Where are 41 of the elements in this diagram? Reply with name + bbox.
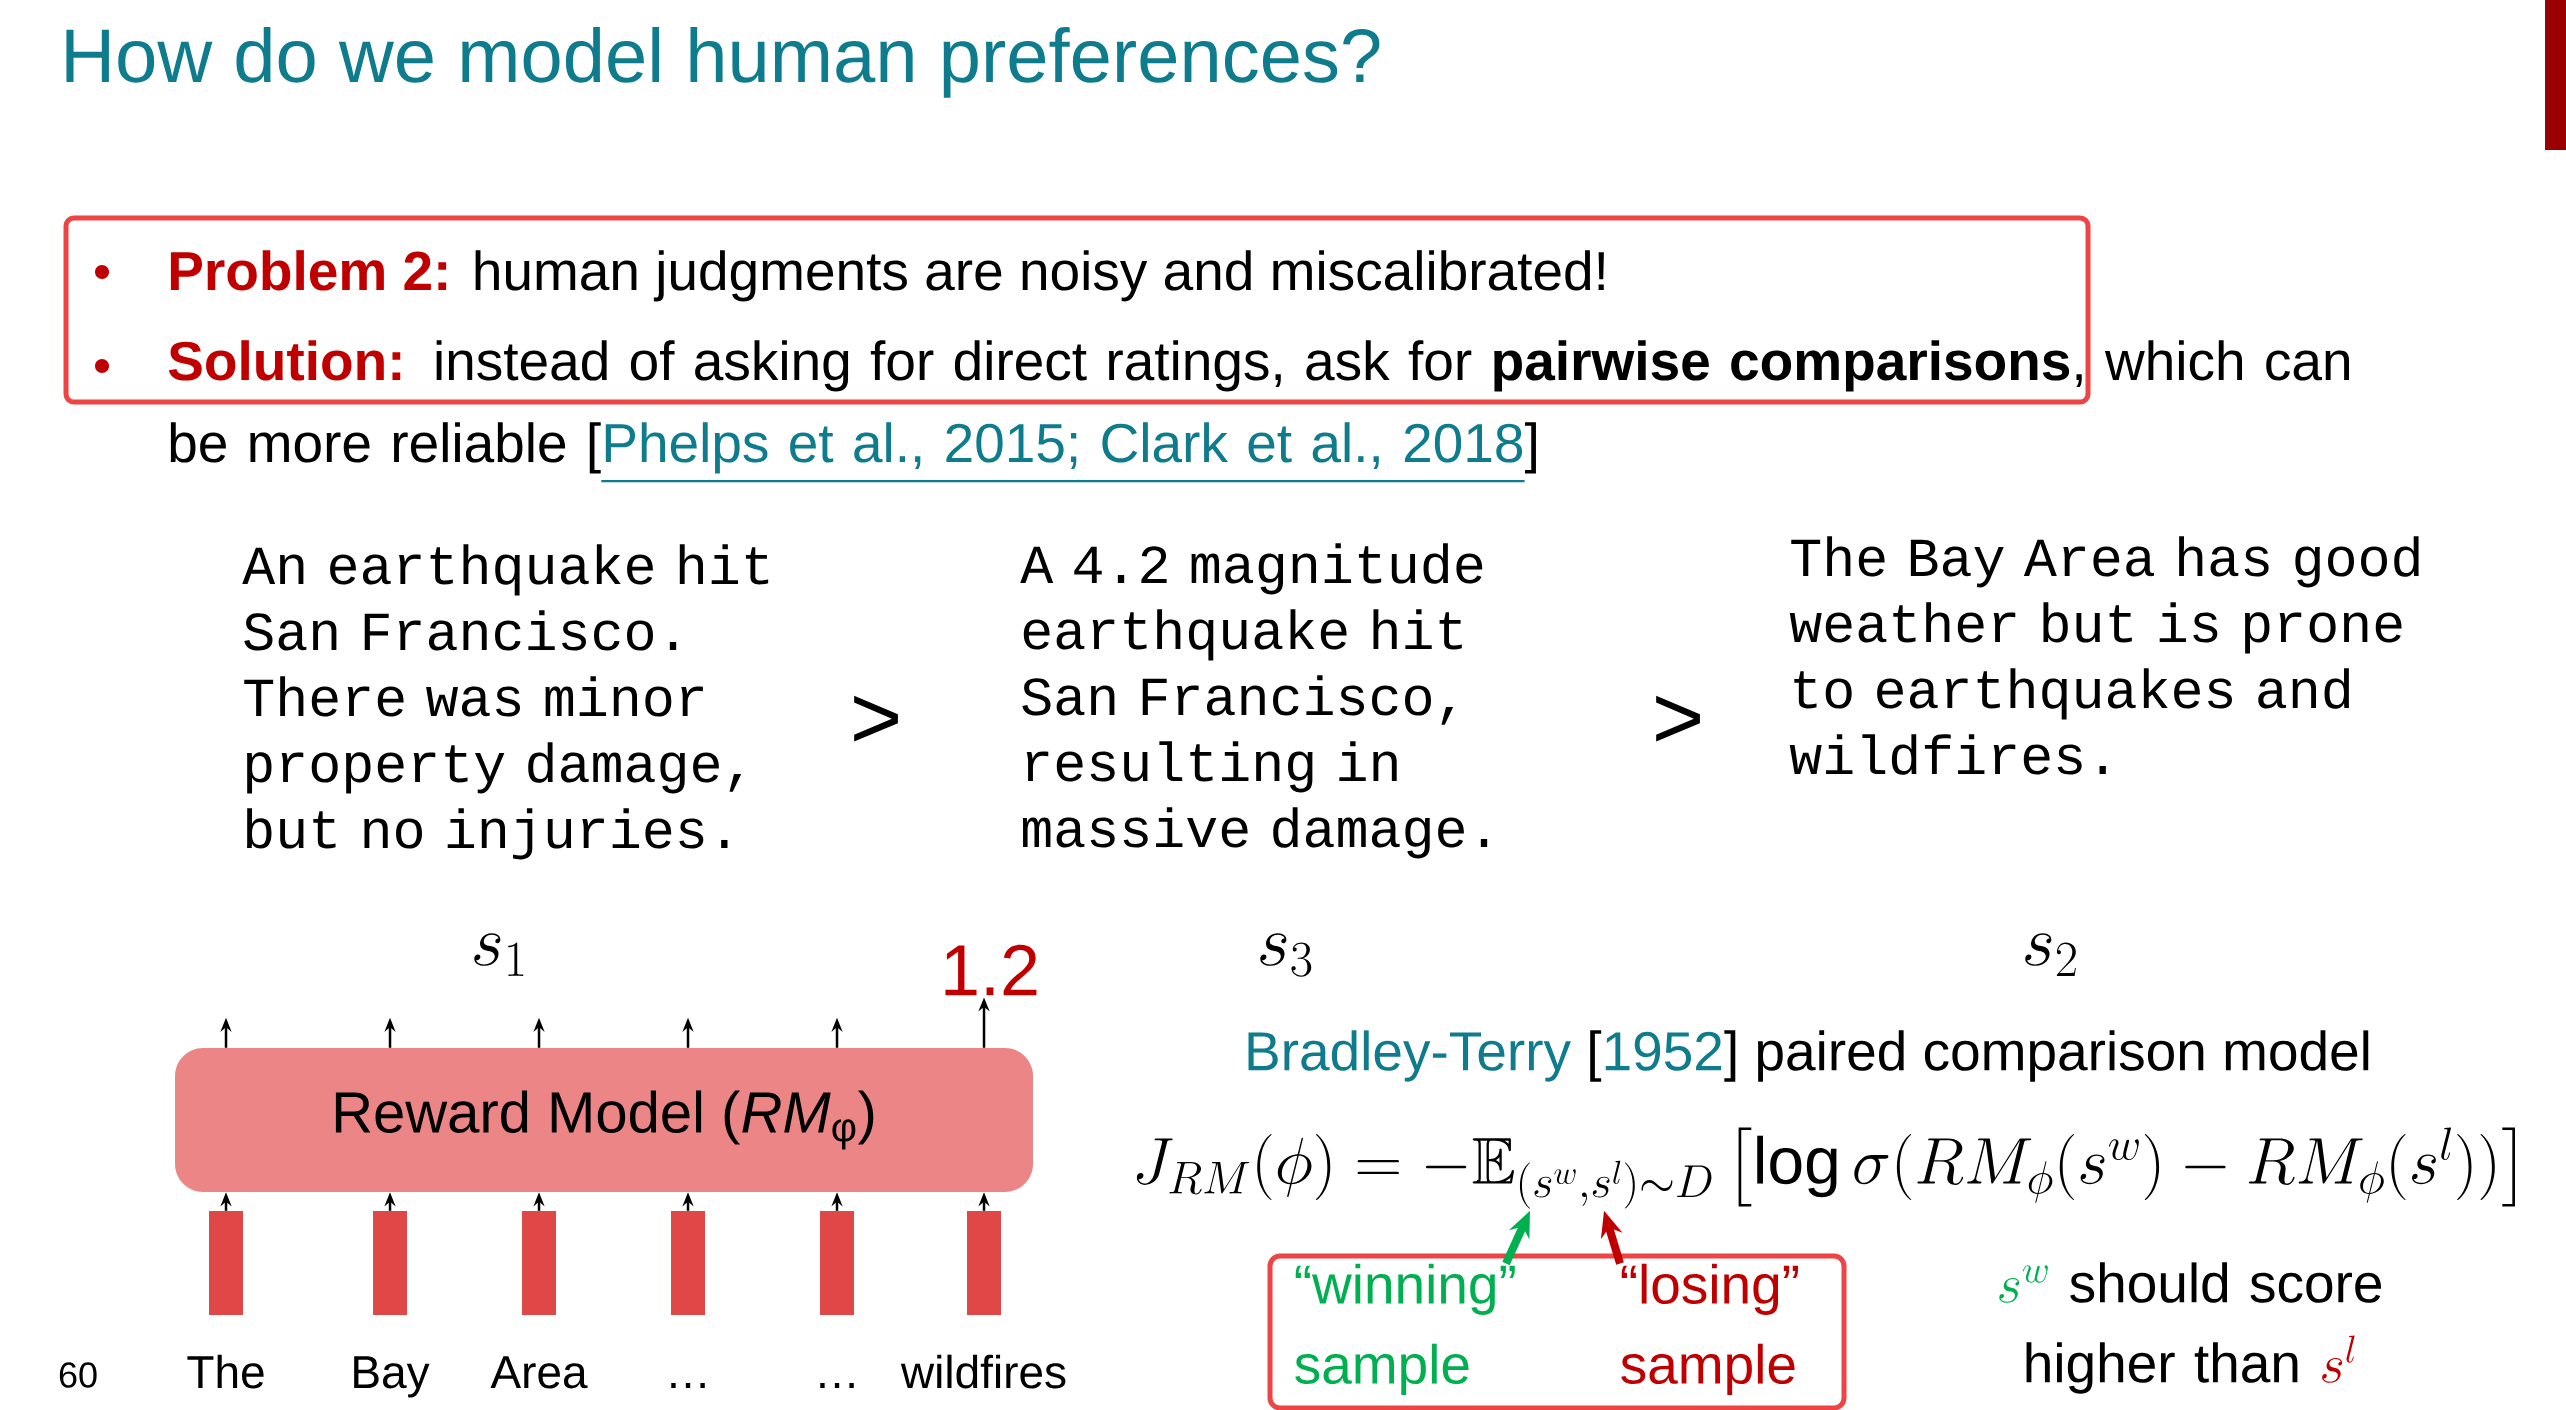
token-word: The xyxy=(187,1354,264,1389)
token-bar xyxy=(373,1211,407,1315)
bullet-text: Problem 2: human judgments are noisy and miscalibrated! xyxy=(170,250,1604,302)
page-number: 60 xyxy=(59,1362,97,1388)
slide-title: How do we model human preferences? xyxy=(66,26,1380,98)
label: Phelps et al., 2015; Clark et al., 2018 xyxy=(605,422,1523,474)
token-word: … xyxy=(671,1383,705,1388)
token-word: Bay xyxy=(354,1356,430,1398)
note-text: $s^w$ should score higher than $s^l$ xyxy=(1999,1262,2382,1394)
loss-formula: $J_{RM}(\phi) = -\mathbb{E}_{(s^w,s^l)\sim D}\left[\log\sigma(RM_\phi(s^w) - RM_\phi(s^l))\right]$ xyxy=(1136,1127,2515,1209)
label: be more reliable [ xyxy=(170,422,601,474)
score-value: 1.2 xyxy=(945,944,1037,996)
token-bar xyxy=(820,1211,854,1315)
sentence-text: An earthquake hit San Francisco. There was minor property damage, but no injuries. xyxy=(242,544,769,860)
sentence-symbol: $s_2$ xyxy=(2025,933,2076,976)
token-bar xyxy=(209,1211,243,1315)
reward-model-box: Reward Model (RM$_{φ}$) xyxy=(175,1048,1033,1192)
label: ] paired comparison model xyxy=(1724,1030,2369,1082)
token-word: … xyxy=(820,1383,854,1388)
token-bar xyxy=(522,1211,556,1315)
sentence-symbol: $s_3$ xyxy=(1260,933,1312,977)
label: instead of asking for direct ratings, ask for pairwise comparisons, which can xyxy=(436,340,2349,392)
label: ] xyxy=(1525,422,1536,474)
highlight-box xyxy=(1267,1253,1847,1410)
bullet-text: Solution: instead of asking for direct ratings, ask for pairwise comparisons, which can be more reliable [Phelps et al., 2015; Clark et al., 2018] xyxy=(168,340,2349,483)
token-bar xyxy=(967,1211,1001,1315)
greater-than-sign: > xyxy=(854,695,898,742)
label: 1952 xyxy=(1605,1031,1722,1071)
greater-than-sign: > xyxy=(1656,695,1700,742)
label: [ xyxy=(1590,1030,1602,1082)
sentence-symbol: $s_1$ xyxy=(474,933,524,976)
token-bar xyxy=(671,1211,705,1315)
sample-label: “winning” sample xyxy=(1295,1263,1515,1395)
model-caption: Bradley-Terry [1952] paired comparison model xyxy=(1248,1030,2369,1082)
label: Solution: xyxy=(168,340,401,381)
token-word: Area xyxy=(490,1356,588,1389)
sample-label: “losing” sample xyxy=(1621,1263,1798,1395)
label: Bradley-Terry xyxy=(1248,1030,1571,1082)
sentence-text: The Bay Area has good weather but is prone to earthquakes and wildfires. xyxy=(1789,536,2419,775)
sentence-text: A 4.2 magnitude earthquake hit San Francisco, resulting in massive damage. xyxy=(1020,543,1488,859)
token-word: wildfires xyxy=(900,1354,1066,1389)
